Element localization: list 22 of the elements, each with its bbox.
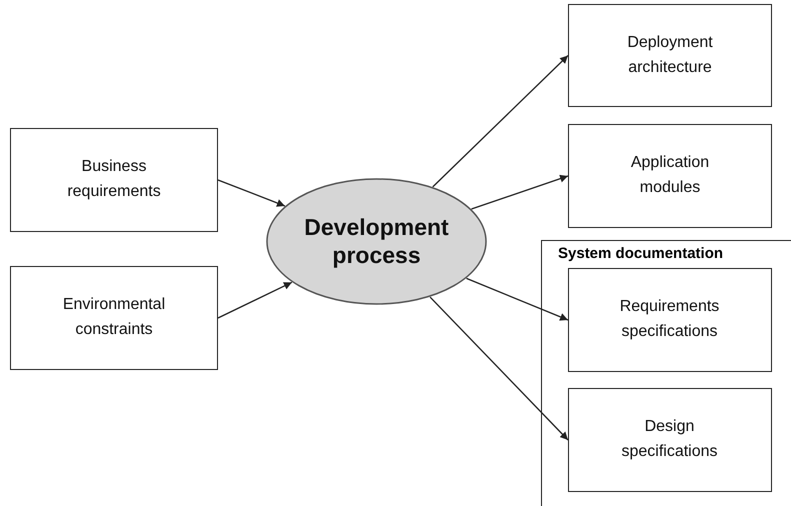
arrow <box>471 174 568 210</box>
arrow <box>466 278 568 321</box>
node-label: Environmental constraints <box>62 295 166 340</box>
node-label: Development process <box>303 214 450 270</box>
node-label: Deployment architecture <box>626 32 714 78</box>
node-label: Design specifications <box>620 416 719 462</box>
process-box <box>10 266 218 370</box>
process-box <box>10 128 218 232</box>
node-label: Business requirements <box>66 157 162 202</box>
arrow <box>218 282 292 319</box>
arrow <box>218 179 286 207</box>
process-box <box>568 388 772 492</box>
group-heading: System documentation <box>558 245 724 262</box>
process-box <box>568 4 772 107</box>
node-label: Requirements specifications <box>618 296 720 342</box>
arrow <box>432 55 568 188</box>
process-box <box>568 124 772 228</box>
process-ellipse <box>266 178 487 305</box>
process-box <box>568 268 772 372</box>
arrow <box>430 296 568 440</box>
node-label: Application modules <box>630 153 710 198</box>
group-bracket <box>541 240 791 506</box>
